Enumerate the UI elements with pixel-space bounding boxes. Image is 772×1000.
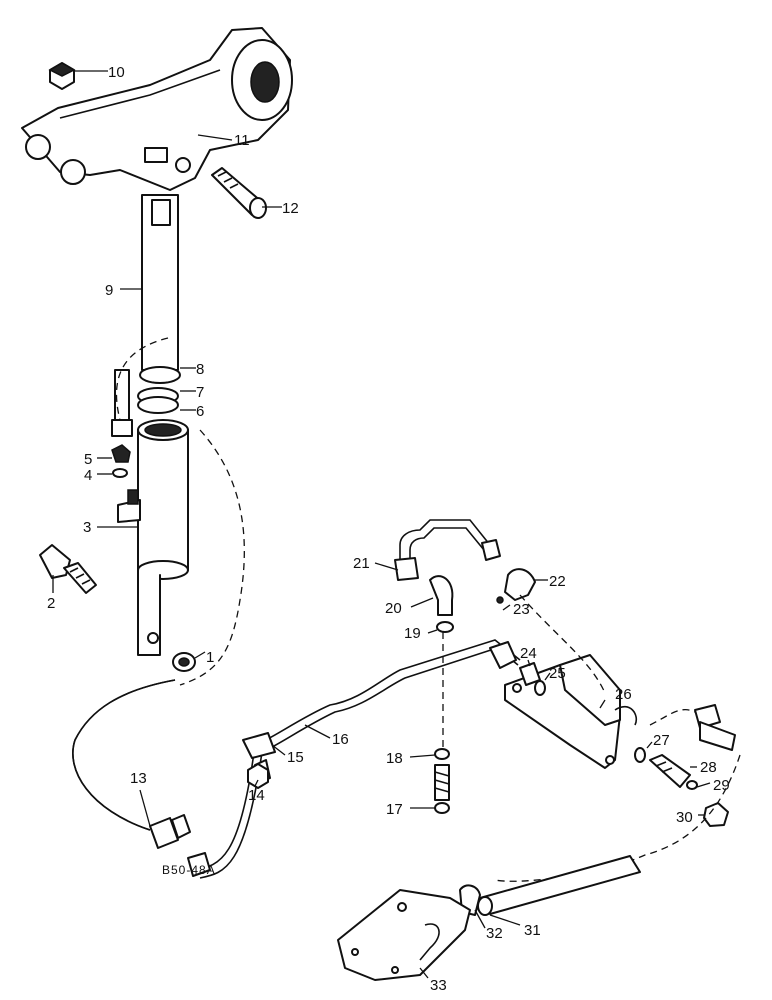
figure-code: B50-48A (162, 863, 216, 877)
bolt-2 (39, 544, 97, 594)
callout-30: 30 (676, 809, 693, 826)
nut-14 (247, 763, 269, 789)
elbow-22 (496, 568, 536, 604)
washer-1 (172, 652, 196, 672)
callout-33: 33 (430, 977, 447, 994)
callout-32: 32 (486, 925, 503, 942)
washer-25 (534, 680, 546, 696)
callout-14: 14 (248, 787, 265, 804)
dashed-connection-2 (442, 594, 741, 882)
callout-15: 15 (287, 749, 304, 766)
callout-31: 31 (524, 922, 541, 939)
upper-pipe (394, 519, 501, 581)
callout-20: 20 (385, 600, 402, 617)
callout-25: 25 (549, 665, 566, 682)
leader-lines (52, 70, 711, 979)
callout-26: 26 (615, 686, 632, 703)
callout-9: 9 (105, 282, 113, 299)
callout-24: 24 (520, 645, 537, 662)
callout-6: 6 (196, 403, 204, 420)
callout-1: 1 (206, 649, 214, 666)
callout-16: 16 (332, 731, 349, 748)
callout-21: 21 (353, 555, 370, 572)
breather-tube (111, 369, 133, 437)
callout-17: 17 (386, 801, 403, 818)
callout-2: 2 (47, 595, 55, 612)
callout-12: 12 (282, 200, 299, 217)
callout-27: 27 (653, 732, 670, 749)
callout-8: 8 (196, 361, 204, 378)
callout-29: 29 (713, 777, 730, 794)
callout-3: 3 (83, 519, 91, 536)
callout-11: 11 (234, 132, 250, 149)
fitting-5 (111, 444, 131, 478)
callout-23: 23 (513, 601, 530, 618)
callout-22: 22 (549, 573, 566, 590)
lift-rod (141, 194, 179, 371)
elbow-20 (429, 575, 454, 616)
callout-labels: 1 2 3 4 5 6 7 8 9 10 11 12 13 14 15 16 1… (47, 64, 730, 994)
callout-18: 18 (386, 750, 403, 767)
seal-rings (137, 366, 181, 414)
adapter-28 (634, 747, 698, 790)
plug-30 (703, 802, 729, 827)
pin-12 (211, 167, 267, 219)
washer-19 (436, 621, 454, 633)
cover-plate-33 (337, 889, 471, 981)
callout-7: 7 (196, 384, 204, 401)
lift-arm (21, 27, 293, 191)
callout-10: 10 (108, 64, 125, 81)
hose-13 (72, 679, 191, 849)
nut-10 (48, 62, 76, 90)
callout-4: 4 (84, 467, 92, 484)
callout-28: 28 (700, 759, 717, 776)
plug-17-18 (434, 748, 450, 814)
pipe-31 (477, 855, 641, 916)
callout-5: 5 (84, 451, 92, 468)
pipe-16 (187, 639, 521, 879)
dashed-connection-1 (115, 337, 245, 686)
tube-fitting-right (614, 704, 736, 751)
cylinder (117, 419, 189, 656)
bracket-26 (504, 654, 621, 769)
callout-13: 13 (130, 770, 147, 787)
callout-19: 19 (404, 625, 421, 642)
